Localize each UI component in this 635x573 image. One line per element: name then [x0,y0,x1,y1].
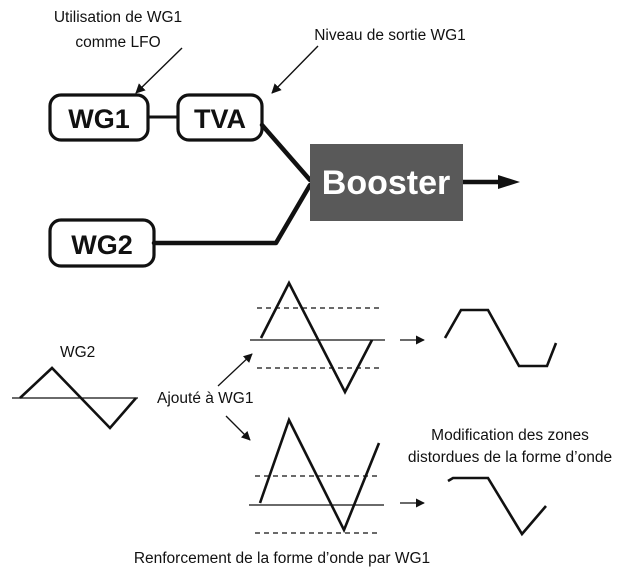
booster-block-label: Booster [322,164,450,202]
upper-clipped-output-waveform [443,308,558,368]
reinforcement-caption: Renforcement de la forme d’onde par WG1 [134,550,430,567]
tva-to-booster-connector [259,122,313,183]
wg1-block-label: WG1 [68,104,130,134]
wg1-output-level-pointer-arrow [271,45,319,94]
lower-clipped-output-waveform [447,476,547,537]
wg2-triangle-waveform [12,366,138,430]
booster-output-arrow [463,175,520,189]
wg2-waveform-label: WG2 [60,344,95,361]
wg2-to-booster-connector [151,182,313,246]
added-to-wg1-label: Ajouté à WG1 [157,390,254,407]
wg1-lfo-label-line2: comme LFO [75,34,160,51]
upper-combined-waveform [250,280,385,395]
tva-block: TVA [176,93,264,142]
wg2-block: WG2 [48,218,156,268]
wg1-output-level-label: Niveau de sortie WG1 [314,27,466,44]
distortion-zone-label-line1: Modification des zones [431,427,589,444]
wg1-lfo-label-line1: Utilisation de WG1 [54,9,182,26]
booster-block: Booster [310,144,463,221]
tva-block-label: TVA [194,104,246,134]
lower-combined-waveform [249,416,384,534]
added-to-wg1-arrow-down [225,415,251,441]
wg1-lfo-pointer-arrow [135,47,183,94]
wg1-block: WG1 [48,93,150,142]
wg2-block-label: WG2 [71,230,133,260]
distortion-zone-label-line2: distordues de la forme d’onde [408,449,612,466]
added-to-wg1-arrow-up [217,353,253,387]
